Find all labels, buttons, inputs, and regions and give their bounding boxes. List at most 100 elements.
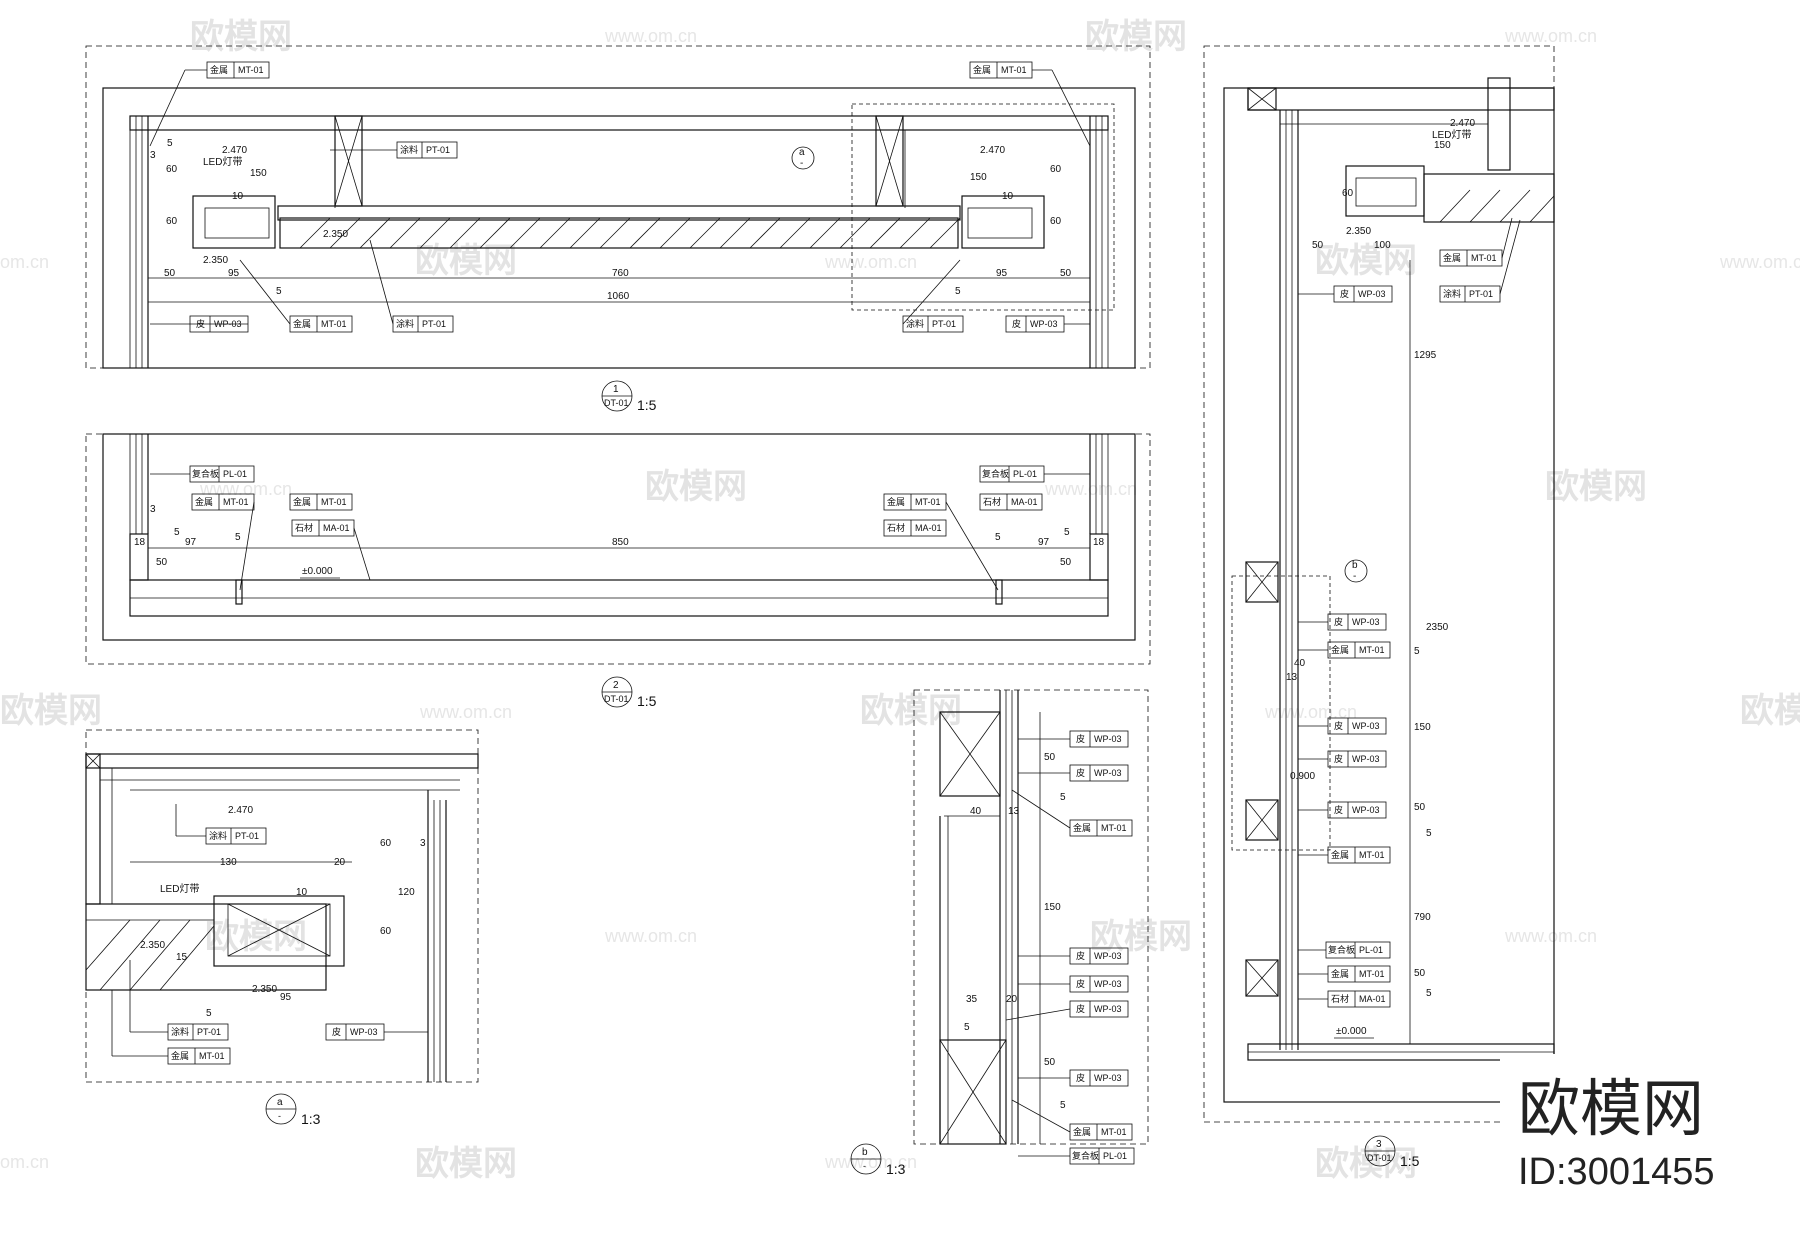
dim-value: 5 [1060,792,1066,803]
svg-text:PT-01: PT-01 [1469,289,1493,299]
view-scale: 1:3 [301,1111,321,1127]
view-outline [102,87,1136,369]
dim-value: 5 [1064,527,1070,538]
section-view-1: a - 2.470 2.470 2.350 2.350 150 150 60 6… [85,45,1151,413]
svg-text:MT-01: MT-01 [1359,969,1385,979]
svg-text:MT-01: MT-01 [1001,65,1027,75]
view-sheet: DT-01 [1367,1153,1392,1163]
view-sheet: DT-01 [604,694,629,704]
level-mark: ±0.000 [302,566,333,577]
brand-backdrop [1500,1054,1800,1244]
dim-value: 50 [1060,268,1072,279]
material-tag: 复合板 PL-01 [1325,941,1391,959]
view-frame [913,689,1149,1145]
dim-elev: 2.470 [980,145,1005,156]
view-scale: 1:3 [886,1161,906,1177]
view-sheet: - [278,1111,281,1121]
dim-value: 20 [1006,994,1018,1005]
view-scale: 1:5 [637,397,657,413]
svg-text:MT-01: MT-01 [321,497,347,507]
watermark-text: 欧模网 [1315,242,1417,280]
view-scale: 1:5 [637,693,657,709]
svg-text:涂料: 涂料 [396,318,414,329]
dim-elev: 2.350 [252,984,277,995]
dim-value: 40 [1294,658,1306,669]
material-tag: 皮 WP-03 [1333,285,1393,303]
material-tag: 复合板 PL-01 [979,465,1045,483]
svg-text:石材: 石材 [1331,993,1349,1004]
svg-text:WP-03: WP-03 [1352,805,1380,815]
watermark-text: 欧模网 [860,692,962,730]
dim-value: 100 [1374,240,1391,251]
callout-sub: - [1353,571,1356,582]
dim-value: 60 [380,838,392,849]
watermark-url: www.om.cn [1719,252,1800,272]
brand-badge: 欧模网 ID:3001455 [1500,1054,1800,1244]
dim-elev: 0.900 [1290,771,1315,782]
dim-value: 5 [276,286,282,297]
dim-value: 60 [166,216,178,227]
watermark-text: 欧模网 [415,1145,517,1183]
svg-text:PL-01: PL-01 [1013,469,1037,479]
dim-value: 60 [1342,188,1354,199]
svg-text:MT-01: MT-01 [223,497,249,507]
svg-text:皮: 皮 [1076,978,1085,989]
svg-text:复合板: 复合板 [1328,944,1355,955]
svg-text:MT-01: MT-01 [1359,645,1385,655]
svg-text:PL-01: PL-01 [1103,1151,1127,1161]
svg-text:MT-01: MT-01 [238,65,264,75]
svg-text:金属: 金属 [171,1050,189,1061]
svg-text:PT-01: PT-01 [235,831,259,841]
material-tag: 涂料 PT-01 [1439,285,1501,303]
svg-text:皮: 皮 [1340,288,1349,299]
dim-value: 790 [1414,912,1431,923]
svg-text:WP-03: WP-03 [1352,754,1380,764]
svg-text:MT-01: MT-01 [1471,253,1497,263]
dim-value: 5 [235,532,241,543]
svg-text:涂料: 涂料 [906,318,924,329]
dim-value: 5 [964,1022,970,1033]
view-outline [102,433,1136,641]
material-tag: 金属 MT-01 [167,1047,231,1065]
dim-elev: 2.470 [222,145,247,156]
dim-value: 60 [1050,164,1062,175]
led-label: LED灯带 [203,156,242,168]
svg-text:WP-03: WP-03 [1358,289,1386,299]
callout-letter: a [799,147,805,158]
dim-value: 10 [1002,191,1014,202]
svg-text:MT-01: MT-01 [199,1051,225,1061]
watermark-url: www.om.cn [1504,26,1597,46]
watermark-url: www.om.cn [1504,926,1597,946]
dim-value: 50 [156,557,168,568]
svg-text:复合板: 复合板 [982,468,1009,479]
svg-text:MT-01: MT-01 [321,319,347,329]
svg-text:涂料: 涂料 [1443,288,1461,299]
svg-text:皮: 皮 [1076,1072,1085,1083]
svg-text:PL-01: PL-01 [1359,945,1383,955]
watermark-text: 欧模网 [1090,918,1192,956]
view-sheet: DT-01 [604,398,629,408]
svg-text:涂料: 涂料 [209,830,227,841]
svg-text:WP-03: WP-03 [1352,617,1380,627]
watermark-text: 欧模网 [1740,692,1800,730]
dim-value: 97 [185,537,197,548]
dim-value: 18 [134,537,146,548]
watermark-text: 欧模网 [0,692,102,730]
watermark-url: om.cn [0,1152,49,1172]
dim-value: 5 [167,138,173,149]
dim-value: 10 [232,191,244,202]
watermark-url: www.om.cn [419,702,512,722]
svg-text:PT-01: PT-01 [422,319,446,329]
callout-sub: - [800,158,803,169]
dim-value: 5 [174,527,180,538]
svg-text:WP-03: WP-03 [1030,319,1058,329]
